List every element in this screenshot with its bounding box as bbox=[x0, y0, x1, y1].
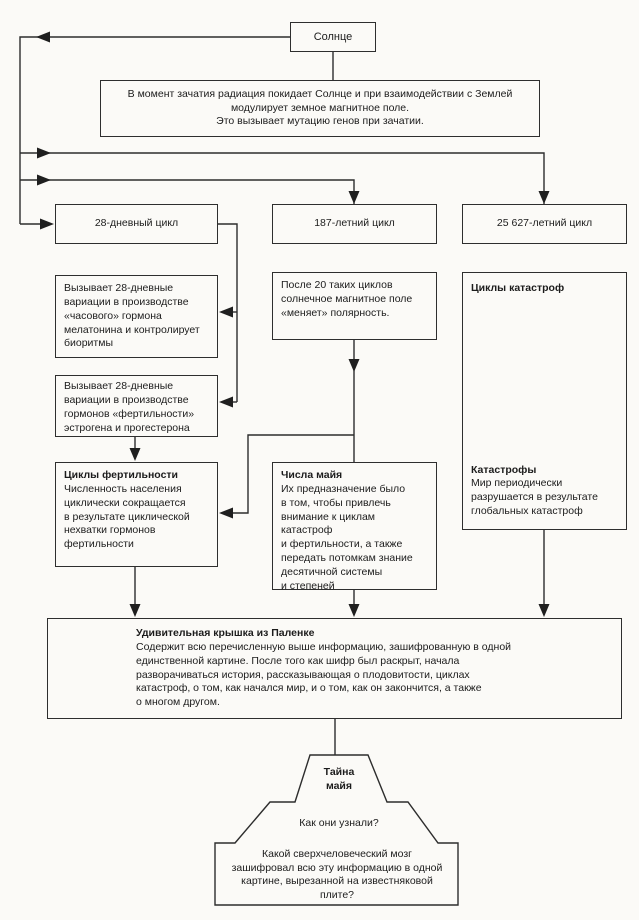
node-fertility-cycles: Циклы фертильности Численность населения… bbox=[55, 462, 218, 567]
node-catastrophe-cycles: Циклы катастроф Катастрофы Мир периодиче… bbox=[462, 272, 627, 530]
arrowhead-down-187 bbox=[348, 191, 360, 204]
node-maya-numbers-text: Их предназначение было в том, чтобы прив… bbox=[281, 482, 413, 592]
node-palenque-title: Удивительная крышка из Паленке bbox=[136, 627, 315, 639]
pyramid-outline bbox=[214, 754, 459, 906]
node-cycle-25627-label: 25 627-летний цикл bbox=[496, 217, 593, 230]
connector-28-to-hormone-boxes bbox=[218, 223, 238, 408]
arrowhead-down-palenque-right bbox=[538, 604, 550, 617]
node-fertility-cycles-title: Циклы фертильности bbox=[64, 469, 179, 481]
node-fertility-hormone-variations: Вызывает 28-дневные вариации в производс… bbox=[55, 375, 218, 437]
pyramid-question-brain: Какой сверхчеловеческий мозг зашифровал … bbox=[231, 848, 443, 901]
node-melatonin-variations: Вызывает 28-дневные вариации в производс… bbox=[55, 275, 218, 358]
node-cycle-28-label: 28-дневный цикл bbox=[94, 217, 179, 230]
arrowhead-down-palenque-middle bbox=[348, 604, 360, 617]
node-radiation-note: В момент зачатия радиация покидает Солнц… bbox=[100, 80, 540, 137]
arrowhead-left-feedback bbox=[36, 31, 50, 43]
arrowhead-right-branch1 bbox=[37, 147, 51, 159]
arrowhead-right-branch2 bbox=[37, 174, 51, 186]
connector-maya-numbers-to-palenque bbox=[348, 590, 360, 617]
arrowhead-down-maya-numbers bbox=[348, 359, 360, 372]
arrowhead-left-melatonin bbox=[219, 306, 233, 318]
connector-bus-to-25627-cycle bbox=[20, 147, 550, 204]
connector-fertility-to-palenque bbox=[129, 567, 141, 617]
node-palenque-lid: Удивительная крышка из Паленке Содержит … bbox=[47, 618, 622, 719]
arrowhead-down-25627 bbox=[538, 191, 550, 204]
arrowhead-down-palenque-left bbox=[129, 604, 141, 617]
node-polarity-flip: После 20 таких циклов солнечное магнитно… bbox=[272, 272, 437, 340]
node-radiation-text: В момент зачатия радиация покидает Солнц… bbox=[127, 87, 513, 128]
node-sun: Солнце bbox=[290, 22, 376, 52]
node-catastrophes-text: Мир периодически разрушается в результат… bbox=[471, 477, 598, 518]
node-melatonin-text: Вызывает 28-дневные вариации в производс… bbox=[64, 282, 200, 350]
node-maya-numbers: Числа майя Их предназначение было в том,… bbox=[272, 462, 437, 592]
arrowhead-left-fert-hormones bbox=[219, 396, 233, 408]
node-cycle-28-day: 28-дневный цикл bbox=[55, 204, 218, 244]
node-fertility-hormones-text: Вызывает 28-дневные вариации в производс… bbox=[64, 380, 195, 434]
node-cycle-187-label: 187-летний цикл bbox=[314, 217, 395, 230]
connector-hormones-to-fertility-cycles bbox=[129, 437, 141, 461]
pyramid-title: Тайна майя bbox=[323, 766, 355, 792]
arrowhead-right-28 bbox=[40, 218, 54, 230]
connector-bus-to-187-cycle bbox=[20, 174, 360, 204]
node-catastrophes-subtitle: Катастрофы bbox=[471, 463, 537, 476]
node-sun-label: Солнце bbox=[313, 30, 353, 43]
connector-sun-feedback-bus bbox=[19, 31, 290, 224]
arrowhead-down-fertility-cycles bbox=[129, 448, 141, 461]
connector-catastrophes-to-palenque bbox=[538, 530, 550, 617]
node-fertility-cycles-text: Численность населения циклически сокраща… bbox=[64, 482, 190, 551]
connector-maya-column-to-fertility-cycles bbox=[219, 434, 354, 519]
node-catastrophe-cycles-title: Циклы катастроф bbox=[471, 282, 565, 294]
node-maya-numbers-title: Числа майя bbox=[281, 469, 343, 481]
node-palenque-text: Содержит всю перечисленную выше информац… bbox=[136, 640, 512, 709]
pyramid-question-how: Как они узнали? bbox=[299, 817, 379, 829]
node-cycle-25627-year: 25 627-летний цикл bbox=[462, 204, 627, 244]
connector-bus-to-28-cycle bbox=[20, 218, 54, 230]
node-cycle-187-year: 187-летний цикл bbox=[272, 204, 437, 244]
arrowhead-left-fertility-cycles bbox=[219, 507, 233, 519]
connector-polarity-to-maya-numbers bbox=[348, 340, 360, 462]
node-polarity-text: После 20 таких циклов солнечное магнитно… bbox=[281, 279, 413, 319]
